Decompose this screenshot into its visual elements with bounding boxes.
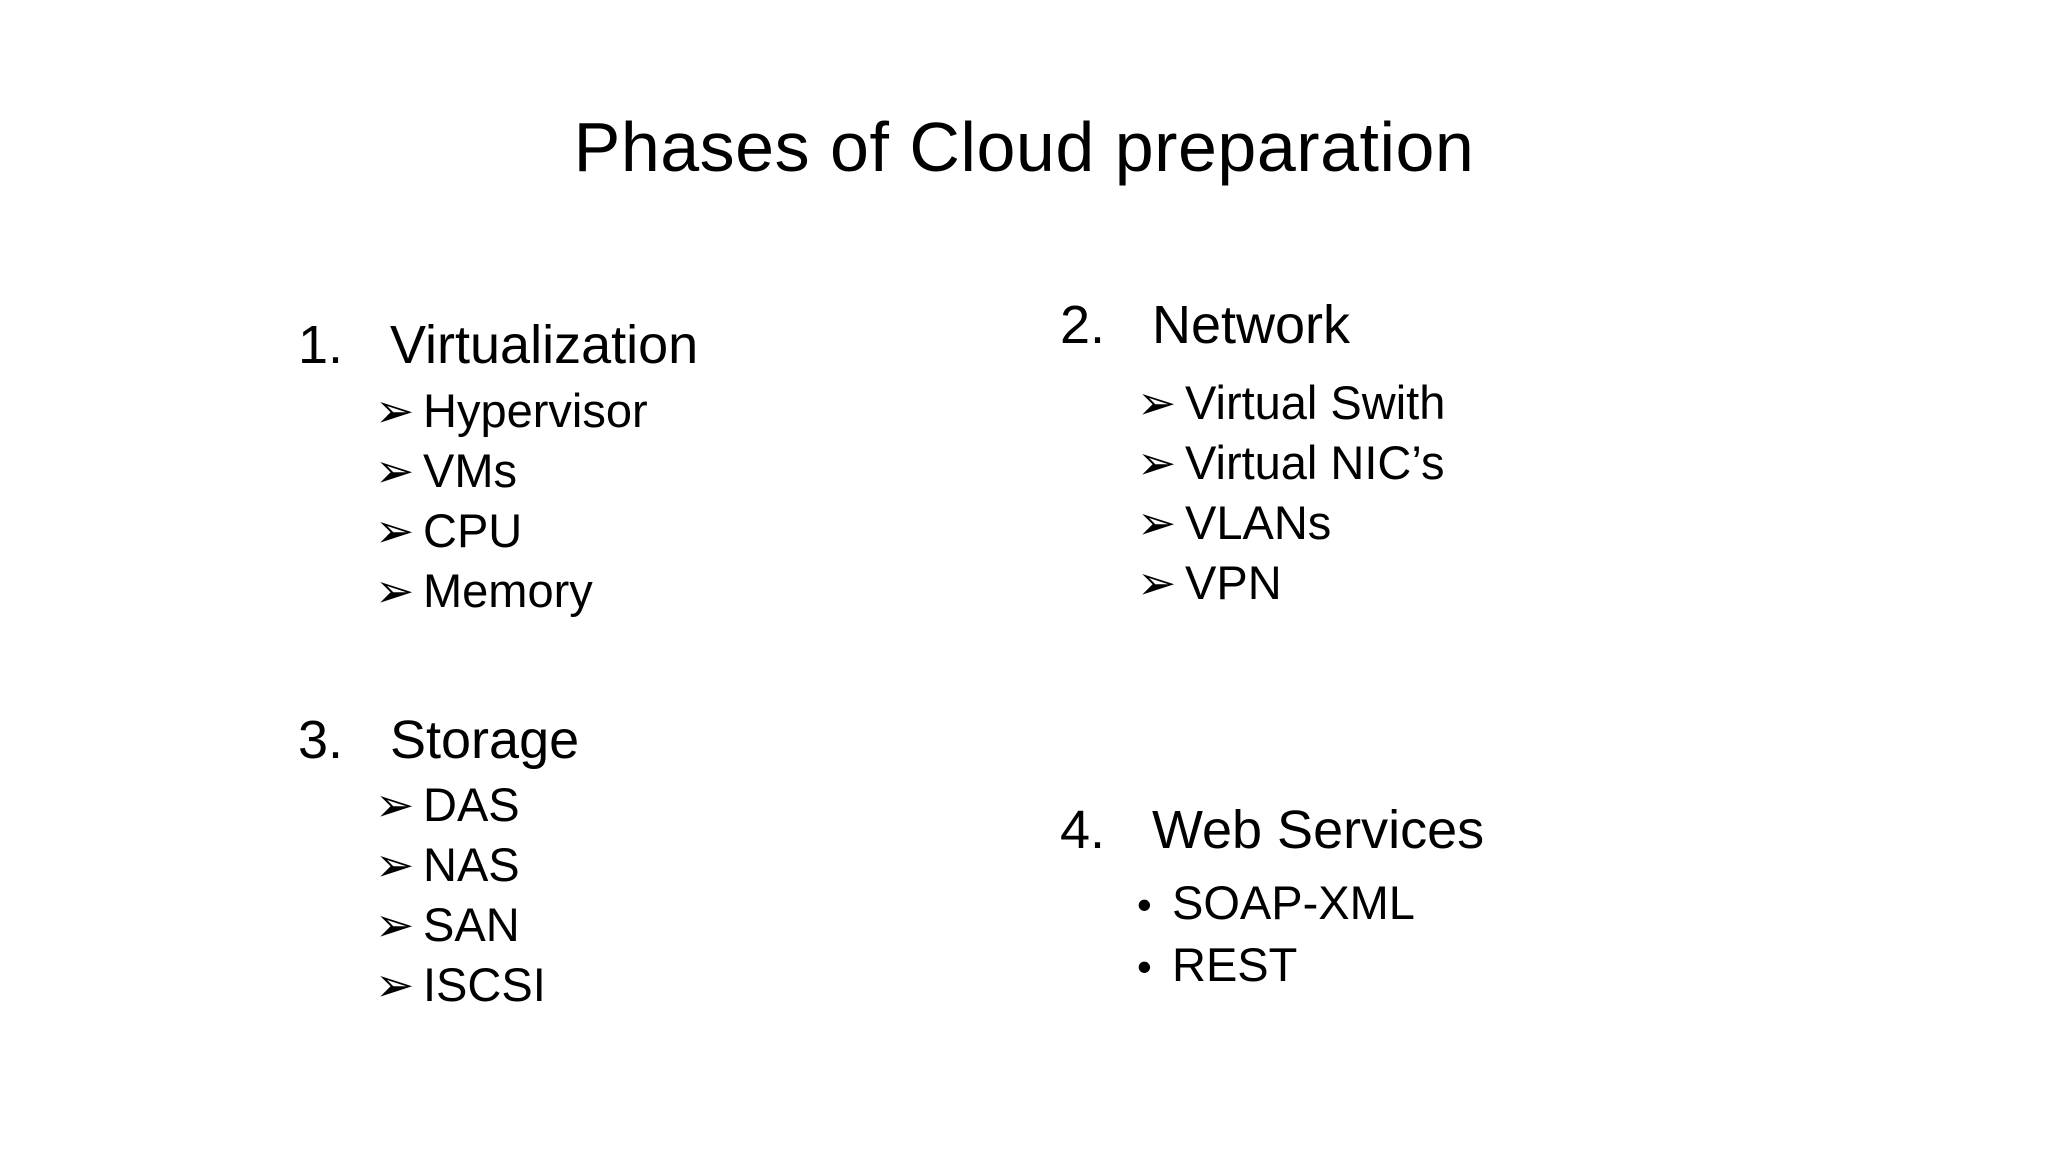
list-item-label: VMs [423,444,517,497]
list-item: ➢VMs [298,441,698,501]
section-heading-row: 4. Web Services [1060,799,1484,861]
section-heading: Storage [390,710,580,770]
section-heading-row: 1. Virtualization [298,314,698,376]
arrow-bullet-icon: ➢ [375,838,415,891]
list-item-label: Virtual NIC’s [1185,436,1445,489]
list-item: ➢VPN [1060,553,1445,613]
bullet-list: ➢Hypervisor ➢VMs ➢CPU ➢Memory [298,381,698,621]
list-item-label: Memory [423,564,593,617]
list-item: ➢ISCSI [298,955,579,1015]
section-number: 3. [298,710,344,770]
arrow-bullet-icon: ➢ [1137,556,1177,609]
arrow-bullet-icon: ➢ [375,958,415,1011]
bullet-list: • SOAP-XML • REST [1060,873,1484,997]
bullet-list: ➢DAS ➢NAS ➢SAN ➢ISCSI [298,775,579,1015]
arrow-bullet-icon: ➢ [1137,436,1177,489]
list-item-label: CPU [423,504,523,557]
section-heading: Network [1152,295,1351,355]
section-number: 1. [298,315,344,375]
section-storage: 3.Storage ➢DAS ➢NAS ➢SAN ➢ISCSI [298,709,579,1015]
dot-bullet-icon: • [1137,881,1152,928]
section-network: 2. Network ➢Virtual Swith ➢Virtual NIC’s … [1060,294,1445,613]
arrow-bullet-icon: ➢ [375,564,415,617]
arrow-bullet-icon: ➢ [375,444,415,497]
list-item-label: REST [1172,938,1298,991]
list-item: ➢DAS [298,775,579,835]
list-item-label: VPN [1185,556,1282,609]
arrow-bullet-icon: ➢ [375,384,415,437]
section-heading-row: 3. Storage [298,709,579,771]
list-item: ➢Virtual Swith [1060,373,1445,433]
section-number: 4. [1060,800,1106,860]
list-item-label: VLANs [1185,496,1332,549]
section-virtualization: 1.Virtualization ➢Hypervisor ➢VMs ➢CPU ➢… [298,314,698,621]
arrow-bullet-icon: ➢ [375,504,415,557]
list-item: ➢Memory [298,561,698,621]
arrow-bullet-icon: ➢ [375,898,415,951]
list-item: ➢Hypervisor [298,381,698,441]
section-heading: Web Services [1152,800,1485,860]
section-number: 2. [1060,295,1106,355]
list-item: ➢NAS [298,835,579,895]
slide-title: Phases of Cloud preparation [573,107,1475,186]
list-item-label: Hypervisor [423,384,648,437]
list-item: ➢VLANs [1060,493,1445,553]
list-item: • REST [1060,935,1484,997]
list-item-label: ISCSI [423,958,546,1011]
section-heading: Virtualization [390,315,699,375]
list-item-label: SAN [423,898,520,951]
list-item: ➢CPU [298,501,698,561]
list-item-label: SOAP-XML [1172,876,1415,929]
arrow-bullet-icon: ➢ [1137,496,1177,549]
list-item: ➢Virtual NIC’s [1060,433,1445,493]
list-item-label: DAS [423,778,520,831]
arrow-bullet-icon: ➢ [375,778,415,831]
dot-bullet-icon: • [1137,943,1152,990]
section-heading-row: 2. Network [1060,294,1445,356]
list-item-label: Virtual Swith [1185,376,1446,429]
list-item: ➢SAN [298,895,579,955]
section-web-services: 4. Web Services • SOAP-XML • REST [1060,799,1484,997]
list-item: • SOAP-XML [1060,873,1484,935]
arrow-bullet-icon: ➢ [1137,376,1177,429]
bullet-list: ➢Virtual Swith ➢Virtual NIC’s ➢VLANs ➢VP… [1060,373,1445,613]
list-item-label: NAS [423,838,520,891]
